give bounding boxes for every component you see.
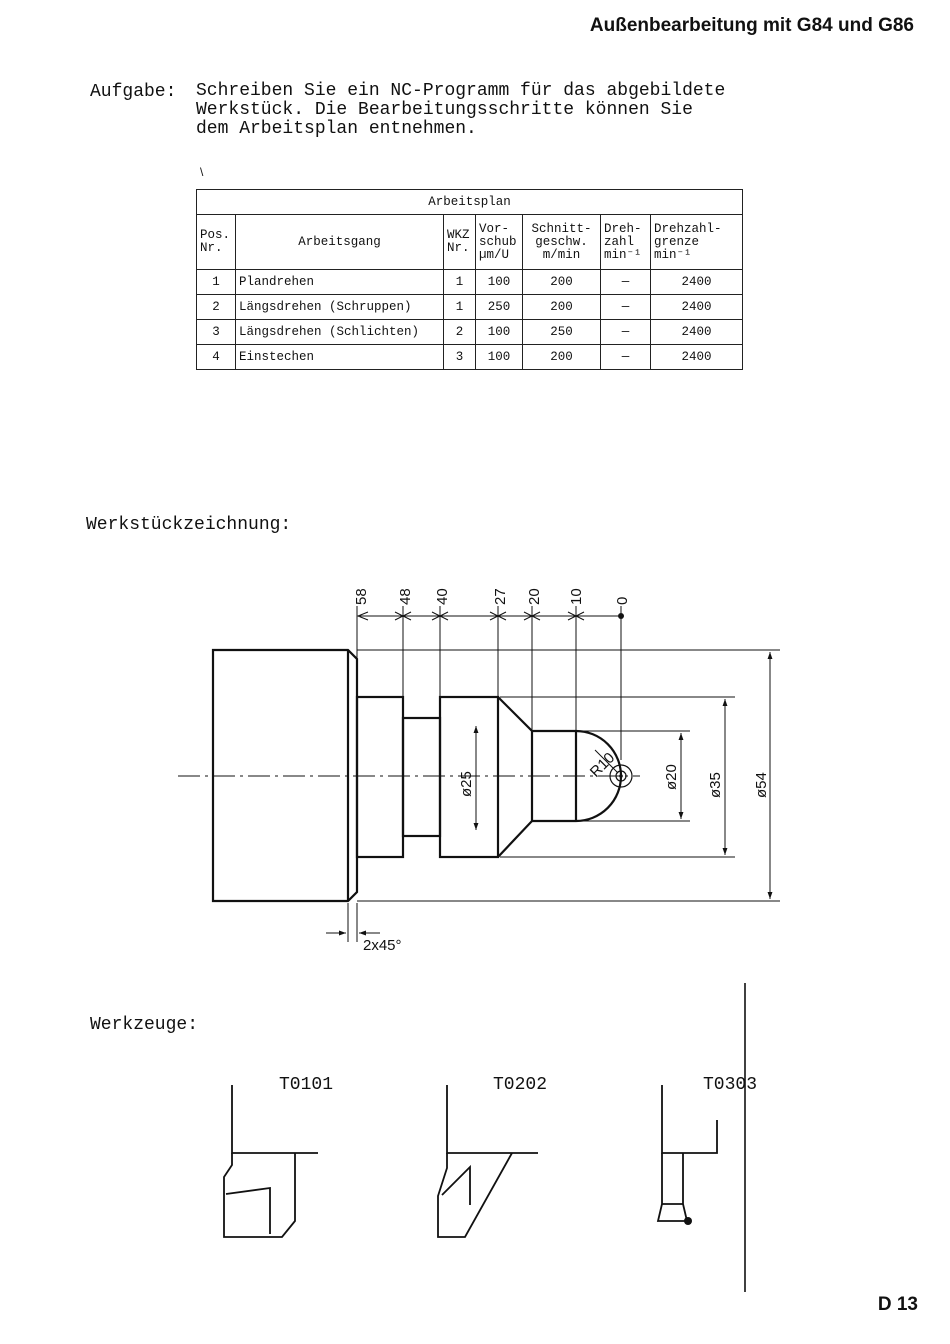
drawing-section-label: Werkstückzeichnung:: [86, 515, 292, 535]
cell-pos: 3: [196, 319, 236, 345]
work-plan-table: Arbeitsplan Pos. Nr. Arbeitsgang WKZ Nr.…: [195, 189, 744, 370]
table-row: 4 Einstechen 3 100 200 — 2400: [196, 344, 744, 370]
cell-pos: 1: [196, 269, 236, 295]
tools-section-label: Werkzeuge:: [90, 1015, 199, 1035]
cell-feed: 100: [475, 269, 523, 295]
chamfer-label: 2x45°: [363, 937, 402, 954]
page-number: D 13: [877, 1294, 918, 1315]
cell-feed: 250: [475, 294, 523, 320]
x-dimension-lines: [356, 606, 622, 760]
header-speed: Dreh- zahl min⁻¹: [600, 214, 651, 270]
cell-tool: 3: [443, 344, 476, 370]
task-line: Schreiben Sie ein NC-Programm für das ab…: [196, 81, 726, 101]
cell-speed-limit: 2400: [649, 344, 744, 370]
cell-speed: —: [600, 294, 651, 320]
radius-annotation: [594, 749, 633, 788]
cell-cutting-speed: 200: [522, 344, 601, 370]
page-header-title: Außenbearbeitung mit G84 und G86: [589, 15, 914, 36]
cell-operation: Längsdrehen (Schlichten): [235, 319, 444, 345]
diameter-label: ø25: [458, 771, 475, 797]
diameter-label: ø54: [753, 772, 770, 798]
cell-operation: Plandrehen: [235, 269, 444, 295]
task-line: dem Arbeitsplan entnehmen.: [196, 119, 477, 139]
cell-speed-limit: 2400: [649, 294, 744, 320]
cell-operation: Einstechen: [235, 344, 444, 370]
table-header-row: Pos. Nr. Arbeitsgang WKZ Nr. Vor- schub …: [196, 214, 744, 270]
cell-speed: —: [600, 344, 651, 370]
x-dim-label: 58: [353, 588, 370, 605]
tool-t0303-tip-icon: [684, 1217, 692, 1225]
header-pos: Pos. Nr.: [196, 214, 236, 270]
tool-label: T0202: [493, 1075, 548, 1095]
tool-label: T0303: [703, 1075, 758, 1095]
cell-pos: 4: [196, 344, 236, 370]
table-row: 1 Plandrehen 1 100 200 — 2400: [196, 269, 744, 295]
chamfer-dimension: [326, 903, 380, 942]
diameter-dimension-lines: [357, 649, 780, 902]
x-dim-label: 10: [568, 588, 585, 605]
x-dim-label: 20: [526, 588, 543, 605]
cell-speed: —: [600, 269, 651, 295]
task-text: Schreiben Sie ein NC-Programm für das ab…: [196, 82, 796, 139]
header-cutting-speed: Schnitt- geschw. m/min: [522, 214, 601, 270]
origin-point: [618, 613, 624, 619]
header-feed: Vor- schub µm/U: [475, 214, 523, 270]
x-dim-label: 27: [492, 588, 509, 605]
cell-tool: 1: [443, 269, 476, 295]
tool-t0303-icon: [656, 1085, 718, 1222]
stray-mark: \: [200, 165, 204, 179]
tool-label: T0101: [279, 1075, 334, 1095]
cell-feed: 100: [475, 344, 523, 370]
cell-cutting-speed: 200: [522, 294, 601, 320]
table-row: 2 Längsdrehen (Schruppen) 1 250 200 — 24…: [196, 294, 744, 320]
x-dim-label: 48: [397, 588, 414, 605]
tool-t0101-icon: [223, 1085, 318, 1238]
x-dim-label: 0: [614, 597, 631, 605]
x-dim-label: 40: [434, 588, 451, 605]
tool-t0202-icon: [437, 1085, 538, 1238]
cell-operation: Längsdrehen (Schruppen): [235, 294, 444, 320]
work-plan-title: Arbeitsplan: [195, 189, 744, 215]
workpiece-outline: [211, 648, 623, 903]
diameter-label: ø20: [663, 764, 680, 790]
diameter-label: ø35: [707, 772, 724, 798]
task-label: Aufgabe:: [90, 82, 177, 102]
cell-cutting-speed: 250: [522, 319, 601, 345]
task-line: Werkstück. Die Bearbeitungsschritte könn…: [196, 100, 693, 120]
